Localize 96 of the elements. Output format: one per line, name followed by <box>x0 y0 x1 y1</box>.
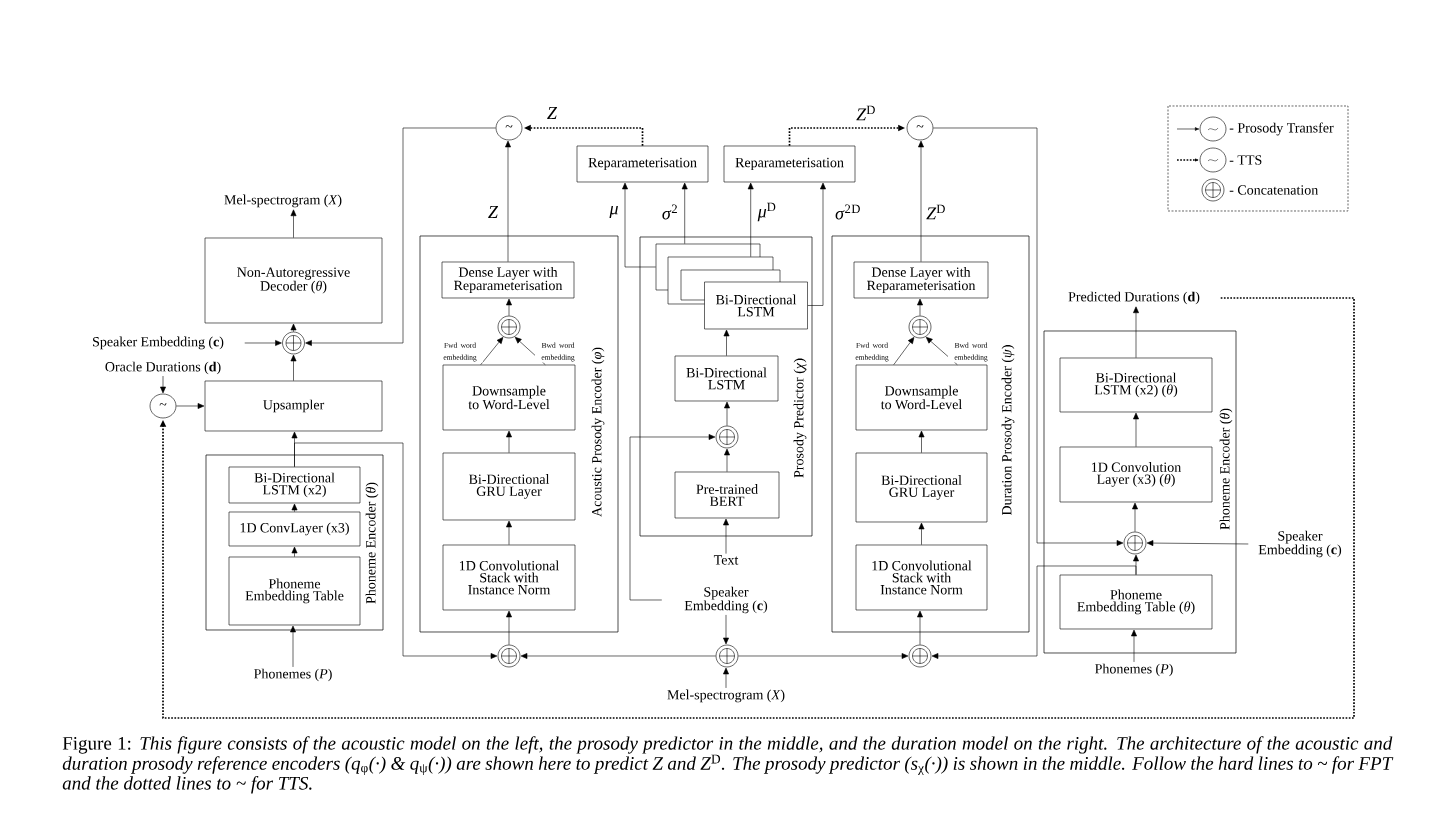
text-label: Text <box>713 555 739 565</box>
process-box: Bi-Directional LSTM <box>704 281 808 330</box>
edge-label: μ$^{D}$ <box>756 201 778 223</box>
arrow <box>290 323 297 332</box>
text-label: Mel-spectrogram (X) <box>224 194 342 208</box>
process-box: 1D Convolutional Stack with Instance Norm <box>442 544 576 611</box>
process-box: 1D Convolution Layer (x3) (θ) <box>1059 446 1213 503</box>
arrow <box>629 434 716 601</box>
arrow <box>506 430 512 453</box>
text-label: Speaker Embedding (c) <box>93 336 224 350</box>
process-box: Dense Layer with Reparameterisation <box>441 261 575 299</box>
arrow <box>480 337 504 365</box>
edge-label: σ$^{2}$ <box>660 203 680 221</box>
concat-symbol <box>715 425 739 449</box>
process-box: Bi-Directional GRU Layer <box>855 452 988 523</box>
text-label: Speaker Embedding (c) <box>1258 530 1342 558</box>
arrow <box>290 625 296 668</box>
arrow <box>294 442 498 659</box>
concat-symbol <box>282 331 305 355</box>
arrow <box>747 182 754 257</box>
process-box: Reparameterisation <box>576 145 709 183</box>
concat-symbol <box>908 315 932 339</box>
edge-label: σ$^{2D}$ <box>834 203 862 221</box>
concat-symbol <box>908 644 932 668</box>
arrow <box>681 182 688 244</box>
process-box: 1D ConvLayer (x3) <box>228 511 361 547</box>
legend-text: - Concatenation <box>1229 185 1319 195</box>
edge-label: Z <box>545 106 559 120</box>
arrow <box>724 401 730 426</box>
arrow <box>931 565 1137 659</box>
arrow <box>807 182 826 306</box>
arrow <box>622 182 656 268</box>
concat-symbol <box>497 315 521 339</box>
edge-label: Z$^{D}$ <box>855 104 877 122</box>
arrow <box>723 329 730 356</box>
arrow <box>505 140 511 262</box>
process-box: Bi-Directional LSTM (x2) (θ) <box>1059 357 1213 413</box>
arrow <box>1146 540 1249 546</box>
arrow <box>291 503 298 512</box>
arrow <box>1133 554 1139 575</box>
arrow <box>738 653 909 659</box>
edge-label: μ <box>608 204 620 220</box>
process-box: Bi-Directional LSTM (x2) <box>228 466 361 504</box>
process-box: Pre-trained BERT <box>674 471 780 519</box>
arrow <box>723 667 729 689</box>
legend-text: - TTS <box>1229 155 1262 165</box>
arrow <box>305 127 496 346</box>
arrow <box>1131 629 1137 663</box>
arrow <box>290 209 297 238</box>
arrow <box>933 127 1124 546</box>
arrow <box>1132 502 1138 532</box>
arrow <box>723 518 729 554</box>
text-label: Phonemes (P) <box>254 668 332 682</box>
edge-label: Z$^{D}$ <box>925 203 947 221</box>
edge-label: Z <box>486 205 500 219</box>
arrow <box>520 653 716 659</box>
caption: Figure 1: This figure consists of the acoustic model on the left, the prosody predictor in the middle, and the duration model on the right. The architecture of the acoustic and duration prosody reference encoders (q$_{φ}$(·) & q$_{ψ}$(·)) are shown here to predict Z and Z$^{D}$. The prosody predictor (s$_{χ}$(·)) is shown in the middle. Follow the hard lines to ~ for FPT and the dotted lines to ~ for TTS. <box>62 736 1394 794</box>
concat-symbol <box>715 644 739 668</box>
arrow <box>291 546 298 557</box>
arrow <box>918 140 924 262</box>
arrow <box>918 430 925 453</box>
arrow <box>160 375 166 394</box>
arrow <box>724 448 730 472</box>
concat-symbol <box>1123 531 1147 555</box>
process-box: Upsampler <box>204 380 383 432</box>
arrow <box>506 298 512 316</box>
process-box: Non-Autoregressive Decoder (θ) <box>204 237 383 324</box>
dotted-arrow <box>159 297 1355 719</box>
arrow <box>244 340 282 346</box>
arrow <box>917 610 923 645</box>
arrow <box>917 298 923 316</box>
legend-text: - Prosody Transfer <box>1229 122 1334 136</box>
process-box: Phoneme Embedding Table <box>228 556 361 626</box>
arrow <box>925 337 958 365</box>
text-label: Predicted Durations (d) <box>1068 291 1200 305</box>
process-box: Bi-Directional LSTM <box>674 355 779 402</box>
arrow <box>506 610 512 645</box>
arrow <box>506 520 512 545</box>
arrow <box>918 522 925 545</box>
process-box: Bi-Directional GRU Layer <box>442 452 576 521</box>
process-box: 1D Convolutional Stack with Instance Norm <box>855 544 988 611</box>
text-label: Oracle Durations (d) <box>105 361 221 375</box>
arrow <box>723 614 729 645</box>
arrow <box>290 354 297 381</box>
text-label: Speaker Embedding (c) <box>684 586 768 614</box>
arrow <box>1133 412 1139 447</box>
text-label: Phonemes (P) <box>1095 663 1173 677</box>
text-label: Mel-spectrogram (X) <box>667 689 785 703</box>
process-box: Dense Layer with Reparameterisation <box>853 261 989 299</box>
process-box: Reparameterisation <box>723 145 856 183</box>
arrow <box>893 337 915 365</box>
process-box: Phoneme Embedding Table (θ) <box>1059 574 1213 630</box>
arrow <box>176 403 205 409</box>
arrow <box>1133 306 1139 358</box>
arrow <box>514 337 546 365</box>
concat-symbol <box>497 644 521 668</box>
